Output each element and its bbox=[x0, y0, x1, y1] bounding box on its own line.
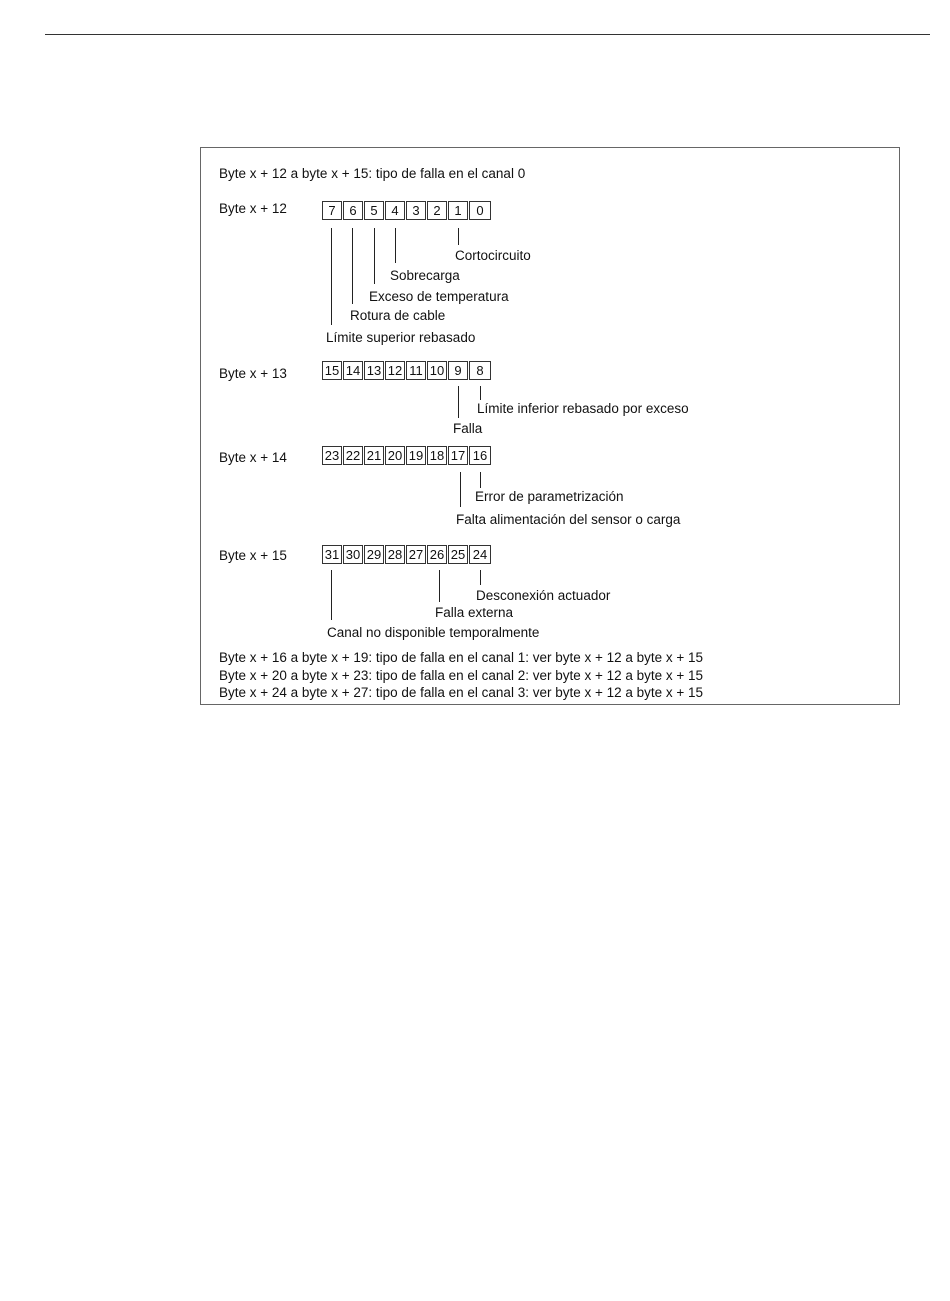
leader-line-bit-17 bbox=[460, 472, 461, 507]
bit-cell: 0 bbox=[469, 201, 491, 220]
annotation-limite-superior: Límite superior rebasado bbox=[326, 330, 476, 345]
bit-cell: 26 bbox=[427, 545, 447, 564]
bit-cell: 13 bbox=[364, 361, 384, 380]
bit-cell: 14 bbox=[343, 361, 363, 380]
leader-line-bit-24 bbox=[480, 570, 481, 585]
leader-line-bit-31 bbox=[331, 570, 332, 620]
bit-cell: 7 bbox=[322, 201, 342, 220]
annotation-falta-alimentacion: Falta alimentación del sensor o carga bbox=[456, 512, 681, 527]
bit-cell: 11 bbox=[406, 361, 426, 380]
diagram-heading: Byte x + 12 a byte x + 15: tipo de falla… bbox=[219, 166, 526, 181]
footer-line-channel-2: Byte x + 20 a byte x + 23: tipo de falla… bbox=[219, 668, 704, 683]
bit-cell: 2 bbox=[427, 201, 447, 220]
annotation-falla: Falla bbox=[453, 421, 483, 436]
bit-cell: 5 bbox=[364, 201, 384, 220]
bit-cell: 6 bbox=[343, 201, 363, 220]
bit-cell: 20 bbox=[385, 446, 405, 465]
leader-line-bit-8 bbox=[480, 386, 481, 400]
annotation-error-parametrizacion: Error de parametrización bbox=[475, 489, 624, 504]
bit-cell: 12 bbox=[385, 361, 405, 380]
annotation-exceso-temperatura: Exceso de temperatura bbox=[369, 289, 509, 304]
bit-cell: 23 bbox=[322, 446, 342, 465]
leader-line-bit-6 bbox=[352, 228, 353, 304]
byte-label-12: Byte x + 12 bbox=[219, 201, 287, 216]
byte-label-13: Byte x + 13 bbox=[219, 366, 287, 381]
leader-line-bit-5 bbox=[374, 228, 375, 284]
annotation-canal-no-disponible: Canal no disponible temporalmente bbox=[327, 625, 540, 640]
byte-label-15: Byte x + 15 bbox=[219, 548, 287, 563]
bit-cell: 19 bbox=[406, 446, 426, 465]
bit-cell: 29 bbox=[364, 545, 384, 564]
bit-cell: 4 bbox=[385, 201, 405, 220]
bit-cell: 10 bbox=[427, 361, 447, 380]
footer-line-channel-3: Byte x + 24 a byte x + 27: tipo de falla… bbox=[219, 685, 704, 700]
leader-line-bit-9 bbox=[458, 386, 459, 418]
bit-cell: 28 bbox=[385, 545, 405, 564]
bit-cell: 9 bbox=[448, 361, 468, 380]
annotation-cortocircuito: Cortocircuito bbox=[455, 248, 531, 263]
bit-cell: 25 bbox=[448, 545, 468, 564]
bit-cell: 8 bbox=[469, 361, 491, 380]
bit-cell: 3 bbox=[406, 201, 426, 220]
byte-label-14: Byte x + 14 bbox=[219, 450, 287, 465]
bit-cell: 21 bbox=[364, 446, 384, 465]
annotation-rotura-cable: Rotura de cable bbox=[350, 308, 446, 323]
leader-line-bit-7 bbox=[331, 228, 332, 325]
bit-cell: 1 bbox=[448, 201, 468, 220]
annotation-limite-inferior: Límite inferior rebasado por exceso bbox=[477, 401, 689, 416]
diagram-frame bbox=[200, 147, 900, 705]
bit-cell: 17 bbox=[448, 446, 468, 465]
annotation-desconexion-actuador: Desconexión actuador bbox=[476, 588, 611, 603]
bit-cell: 16 bbox=[469, 446, 491, 465]
leader-line-bit-0 bbox=[458, 228, 459, 245]
bit-cell: 24 bbox=[469, 545, 491, 564]
bit-cell: 30 bbox=[343, 545, 363, 564]
bit-cell: 18 bbox=[427, 446, 447, 465]
annotation-falla-externa: Falla externa bbox=[435, 605, 514, 620]
bit-cell: 22 bbox=[343, 446, 363, 465]
leader-line-bit-26 bbox=[439, 570, 440, 602]
bit-cell: 31 bbox=[322, 545, 342, 564]
leader-line-bit-4 bbox=[395, 228, 396, 263]
bit-cell: 27 bbox=[406, 545, 426, 564]
bit-cell: 15 bbox=[322, 361, 342, 380]
leader-line-bit-16 bbox=[480, 472, 481, 488]
annotation-sobrecarga: Sobrecarga bbox=[390, 268, 460, 283]
header-rule bbox=[45, 34, 930, 35]
footer-line-channel-1: Byte x + 16 a byte x + 19: tipo de falla… bbox=[219, 650, 704, 665]
